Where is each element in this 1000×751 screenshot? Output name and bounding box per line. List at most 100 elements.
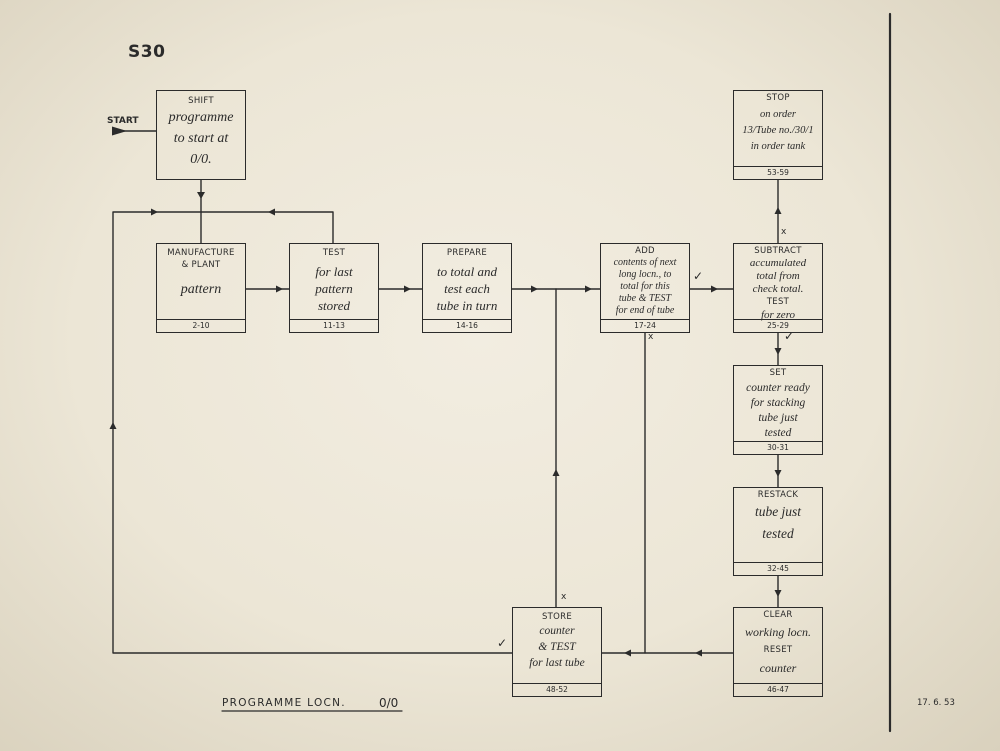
box-manufacture: MANUFACTURE & PLANT pattern 2-10: [156, 243, 246, 333]
arrowhead-up: [109, 422, 117, 429]
location-number: 48-52: [513, 683, 601, 696]
box-title: CLEAR: [763, 610, 793, 620]
box-title: SET: [769, 368, 787, 378]
box-title: STORE: [541, 612, 573, 622]
box-text: TEST for last pattern stored: [291, 244, 377, 320]
location-number: 46-47: [734, 683, 822, 696]
location-number: 32-45: [734, 562, 822, 575]
box-line: tested: [764, 427, 792, 439]
arrowhead-right: [404, 285, 411, 293]
arrowhead-up: [552, 469, 560, 476]
location-number: 14-16: [423, 319, 511, 332]
arrowhead-right: [276, 285, 283, 293]
box-line: to start at: [173, 131, 229, 146]
box-line: programme: [168, 110, 234, 125]
sheet-date: 17. 6. 53: [917, 698, 955, 708]
arrowhead-down: [774, 590, 782, 597]
arrowhead-left: [624, 649, 631, 657]
box-title: STOP: [766, 93, 790, 103]
box-line: tube just: [754, 504, 802, 519]
box-line: RESET: [763, 645, 793, 655]
box-line: stored: [317, 298, 351, 313]
box-title: ADD: [635, 246, 655, 256]
footer-location: 0/0: [379, 696, 399, 710]
location-number: 11-13: [290, 319, 378, 332]
location-number: 30-31: [734, 441, 822, 454]
location-number: 53-59: [734, 166, 822, 179]
box-line: 0/0.: [190, 152, 212, 167]
tick-mark: ✓: [497, 636, 508, 650]
box-restack: RESTACK tube just tested 32-45: [733, 487, 823, 576]
box-set: SET counter ready for stacking tube just…: [733, 365, 823, 455]
box-stop: STOP on order 13/Tube no./30/1 in order …: [733, 90, 823, 180]
box-line: pattern: [315, 281, 353, 296]
cross-mark: x: [781, 227, 787, 237]
box-line: tube just: [758, 412, 798, 424]
start-label: START: [107, 116, 139, 126]
arrowhead-up: [774, 207, 782, 214]
box-shift: SHIFT programme to start at 0/0.: [156, 90, 246, 180]
box-text: STOP on order 13/Tube no./30/1 in order …: [735, 91, 821, 167]
connector-return-loop: [112, 211, 513, 654]
box-text: CLEAR working locn. RESET counter: [735, 608, 821, 684]
box-text: MANUFACTURE & PLANT pattern: [158, 244, 244, 320]
tick-mark: ✓: [693, 269, 704, 283]
box-line: counter: [539, 625, 575, 637]
box-line: for zero: [760, 309, 796, 321]
cross-mark: x: [561, 592, 567, 602]
box-line: test each: [444, 281, 490, 296]
box-line: 13/Tube no./30/1: [742, 125, 814, 136]
box-clear: CLEAR working locn. RESET counter 46-47: [733, 607, 823, 697]
box-line: check total.: [752, 283, 804, 295]
box-text: PREPARE to total and test each tube in t…: [424, 244, 510, 320]
box-text: ADD contents of next long locn., to tota…: [602, 244, 688, 320]
arrowhead-start: [112, 126, 127, 136]
box-title: & PLANT: [181, 260, 221, 270]
footer-label: PROGRAMME LOCN.: [222, 697, 346, 709]
box-line: pattern: [180, 282, 222, 297]
box-line: contents of next: [613, 257, 677, 268]
box-add: ADD contents of next long locn., to tota…: [600, 243, 690, 333]
box-title: SHIFT: [188, 96, 214, 106]
arrowhead-right: [711, 285, 718, 293]
box-text: STORE counter & TEST for last tube: [514, 608, 600, 684]
arrowhead-down: [774, 470, 782, 477]
box-line: for last: [315, 264, 353, 279]
arrowhead-right: [531, 285, 538, 293]
box-line: working locn.: [745, 625, 811, 639]
box-line: total for this: [620, 281, 670, 292]
box-subtract: SUBTRACT accumulated total from check to…: [733, 243, 823, 333]
box-title: TEST: [322, 248, 346, 258]
box-line: for end of tube: [615, 305, 675, 316]
location-number: 17-24: [601, 319, 689, 332]
box-line: to total and: [437, 264, 497, 279]
box-text: SUBTRACT accumulated total from check to…: [735, 244, 821, 321]
arrowhead-right: [151, 208, 158, 216]
arrowhead-right: [585, 285, 592, 293]
box-line: tube & TEST: [618, 293, 672, 304]
box-line: for last tube: [529, 657, 585, 669]
location-number: 25-29: [734, 319, 822, 332]
box-line: TEST: [766, 297, 790, 307]
box-title: SUBTRACT: [754, 246, 802, 256]
box-line: counter: [759, 661, 797, 675]
arrowhead-left: [695, 649, 702, 657]
arrowhead-down: [197, 192, 205, 199]
box-text: RESTACK tube just tested: [735, 488, 821, 563]
box-title: RESTACK: [757, 490, 799, 500]
arrowhead-left: [268, 208, 275, 216]
box-line: counter ready: [746, 382, 810, 394]
box-text: SET counter ready for stacking tube just…: [735, 366, 821, 442]
box-line: in order tank: [750, 141, 806, 152]
box-line: & TEST: [538, 641, 576, 653]
box-test: TEST for last pattern stored 11-13: [289, 243, 379, 333]
arrowhead-down: [774, 348, 782, 355]
box-line: for stacking: [750, 397, 806, 409]
box-line: tested: [762, 526, 794, 541]
box-text: SHIFT programme to start at 0/0.: [158, 91, 244, 179]
box-line: long locn., to: [618, 269, 672, 280]
box-prepare: PREPARE to total and test each tube in t…: [422, 243, 512, 333]
tick-mark: ✓: [784, 329, 795, 343]
